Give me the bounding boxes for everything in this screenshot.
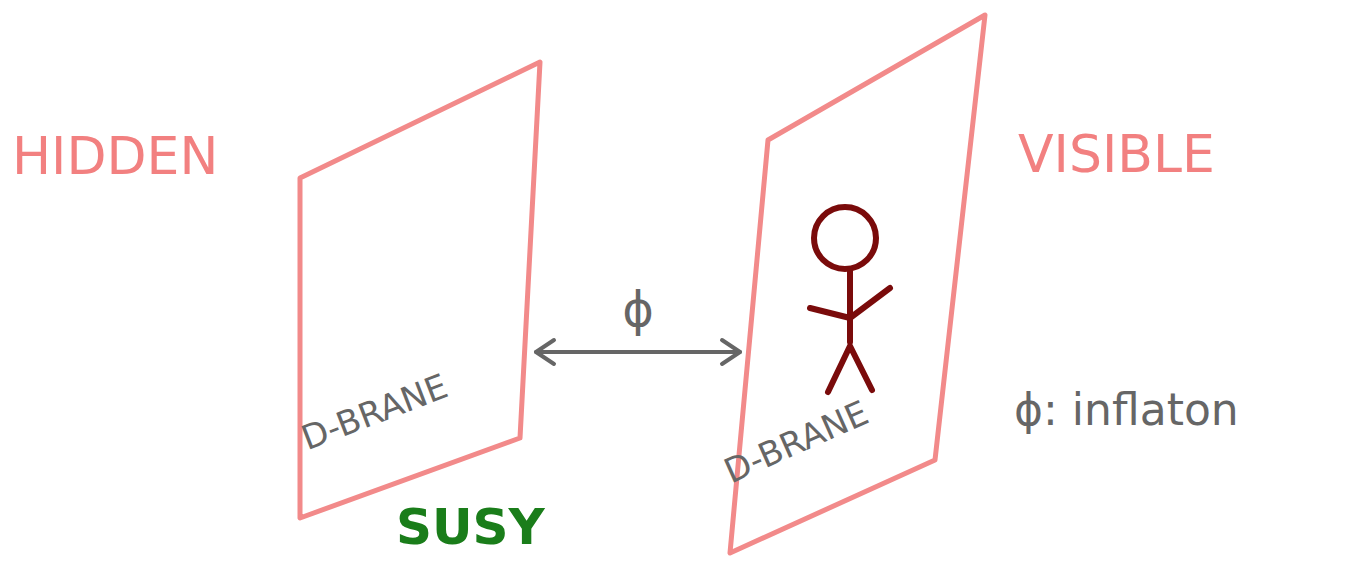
brane-outline [298,60,544,522]
double-arrow [536,340,740,364]
stick-figure [810,207,890,392]
d-brane: D-BRANE [728,13,988,555]
susy-label: SUSY [396,500,545,555]
legend-note: ϕ: inflaton [1014,386,1239,434]
region-label: VISIBLE [1018,126,1215,183]
region-label: HIDDEN [12,128,218,185]
d-brane: D-BRANE [298,60,544,522]
edge-label: ϕ [622,283,654,336]
brane-label: D-BRANE [297,368,453,458]
